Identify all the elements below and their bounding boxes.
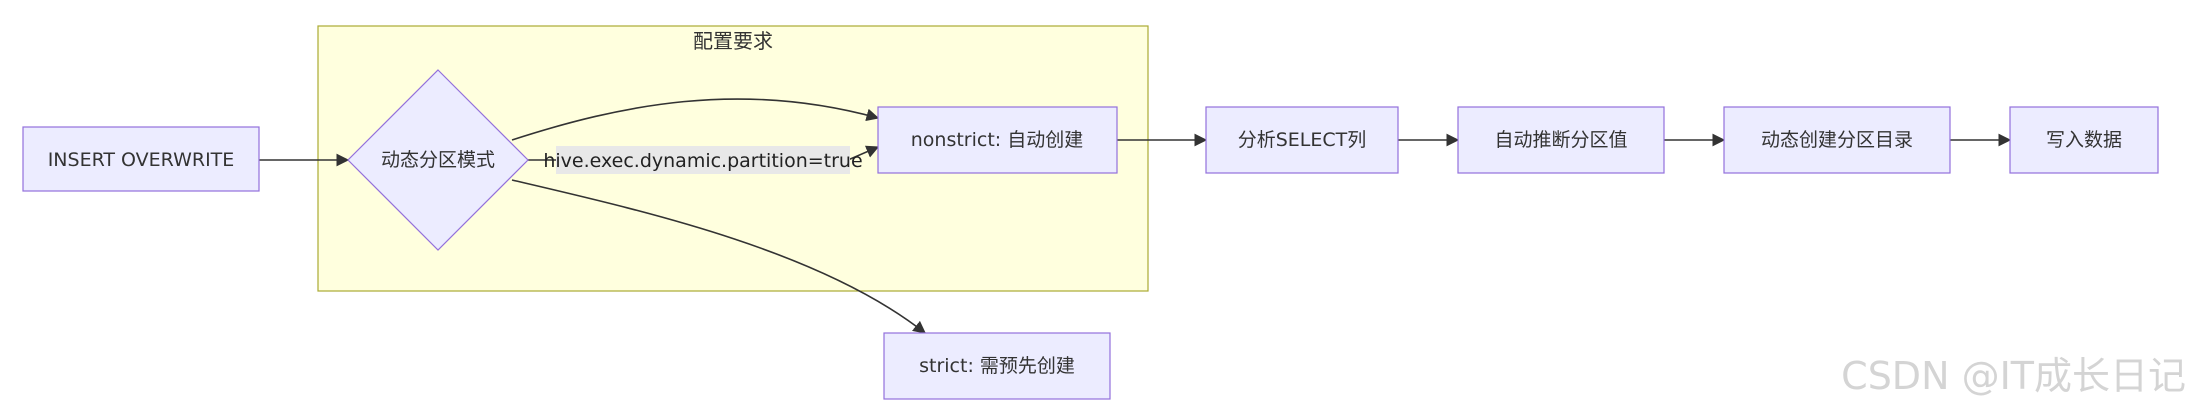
edge-label-config: hive.exec.dynamic.partition=true	[543, 146, 863, 174]
node-dynamic-partition-mode: 动态分区模式	[347, 69, 529, 251]
edge-label-config-text: hive.exec.dynamic.partition=true	[543, 150, 862, 172]
node-analyze-select: 分析SELECT列	[1205, 106, 1399, 174]
watermark: CSDN @IT成长日记	[1841, 354, 2186, 398]
node-create-partition-dir-label: 动态创建分区目录	[1761, 129, 1913, 151]
node-write-data-label: 写入数据	[2046, 129, 2122, 151]
node-insert-overwrite-label: INSERT OVERWRITE	[48, 149, 235, 171]
node-infer-partition: 自动推断分区值	[1457, 106, 1665, 174]
node-infer-partition-label: 自动推断分区值	[1494, 129, 1627, 151]
node-write-data: 写入数据	[2009, 106, 2159, 174]
node-nonstrict: nonstrict: 自动创建	[877, 106, 1118, 174]
node-insert-overwrite: INSERT OVERWRITE	[22, 126, 260, 192]
node-create-partition-dir: 动态创建分区目录	[1723, 106, 1951, 174]
edge-mode-to-nonstrict-curve	[511, 98, 880, 141]
node-strict-label: strict: 需预先创建	[919, 355, 1075, 377]
node-dynamic-partition-mode-label: 动态分区模式	[381, 149, 495, 171]
node-strict: strict: 需预先创建	[883, 332, 1111, 400]
node-nonstrict-label: nonstrict: 自动创建	[911, 129, 1084, 151]
edge-mode-to-strict	[511, 179, 927, 334]
node-analyze-select-label: 分析SELECT列	[1238, 129, 1367, 151]
cluster-title: 配置要求	[693, 29, 773, 53]
